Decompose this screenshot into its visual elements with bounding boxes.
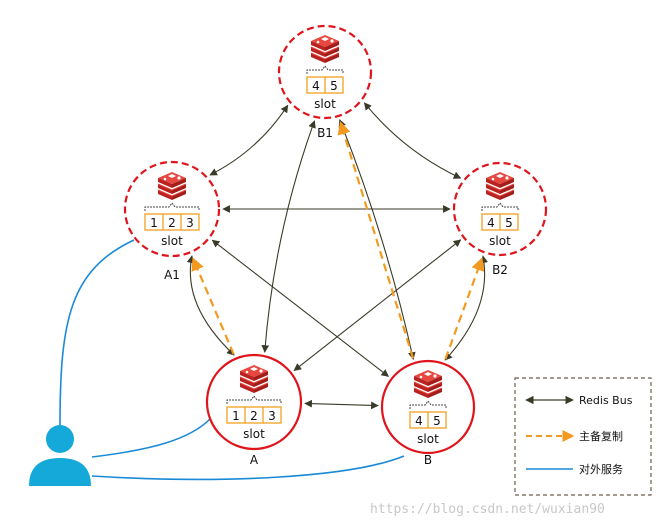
slot-number: 1 <box>232 409 240 423</box>
user-icon <box>29 425 91 486</box>
bus-link-B1-A <box>261 120 316 353</box>
node-b-label: B <box>424 453 432 467</box>
service-link-B <box>91 455 405 481</box>
slot-number: 4 <box>312 79 320 93</box>
node-b2-ring <box>452 161 548 257</box>
replication-link-A-A1 <box>191 257 240 367</box>
slot-number: 5 <box>330 79 338 93</box>
slot-brace <box>226 395 282 404</box>
slot-number: 5 <box>505 216 513 230</box>
slot-box <box>226 406 282 424</box>
slot-caption: slot <box>243 427 265 441</box>
service-link-A1 <box>59 239 135 426</box>
bus-link-B1-A1 <box>209 104 289 176</box>
legend-service-label: 对外服务 <box>579 462 623 476</box>
slot-box <box>144 213 200 231</box>
slot-caption: slot <box>161 234 183 248</box>
slot-caption: slot <box>489 234 511 248</box>
slot-brace <box>306 65 344 74</box>
legend-replication-label: 主备复制 <box>579 429 623 443</box>
bus-link-A1-B <box>211 239 390 377</box>
slot-number: 1 <box>150 216 158 230</box>
slot-number: 2 <box>168 216 176 230</box>
replication-links <box>191 121 485 372</box>
bus-link-B1-B2 <box>363 102 462 179</box>
legend-bus-label: Redis Bus <box>579 394 633 407</box>
slot-number: 4 <box>487 216 495 230</box>
node-a1-label: A1 <box>164 268 180 282</box>
slot-number: 2 <box>250 409 258 423</box>
slot-number: 4 <box>415 414 423 428</box>
slot-number: 5 <box>433 414 441 428</box>
node-a1-ring <box>123 160 221 258</box>
bus-link-B2-A <box>293 239 462 371</box>
node-b2-label: B2 <box>492 263 508 277</box>
node-b1-ring <box>277 24 373 120</box>
node-a-ring <box>205 353 303 451</box>
redis-logo-icon <box>485 171 515 201</box>
redis-logo-icon <box>413 369 443 399</box>
slot-number: 3 <box>268 409 276 423</box>
replication-link-B-B2 <box>439 257 485 372</box>
slot-caption: slot <box>314 97 336 111</box>
node-b-ring <box>380 359 476 455</box>
slot-brace <box>481 202 519 211</box>
node-b1-label: B1 <box>317 126 333 140</box>
legend: Redis Bus 主备复制 对外服务 <box>514 377 652 496</box>
slot-number: 3 <box>186 216 194 230</box>
slot-brace <box>409 400 447 409</box>
node-a-label: A <box>250 453 259 467</box>
service-links <box>59 239 405 481</box>
service-link-A <box>91 417 212 458</box>
replication-link-B-B1 <box>337 121 418 372</box>
redis-bus-links <box>186 102 488 410</box>
redis-logo-icon <box>239 364 269 394</box>
watermark: https://blog.csdn.net/wuxian90 <box>370 502 605 517</box>
bus-link-B2-B <box>444 255 488 361</box>
bus-link-A-B <box>304 399 379 410</box>
redis-logo-icon <box>310 34 340 64</box>
slot-brace <box>144 202 200 211</box>
slot-caption: slot <box>417 432 439 446</box>
